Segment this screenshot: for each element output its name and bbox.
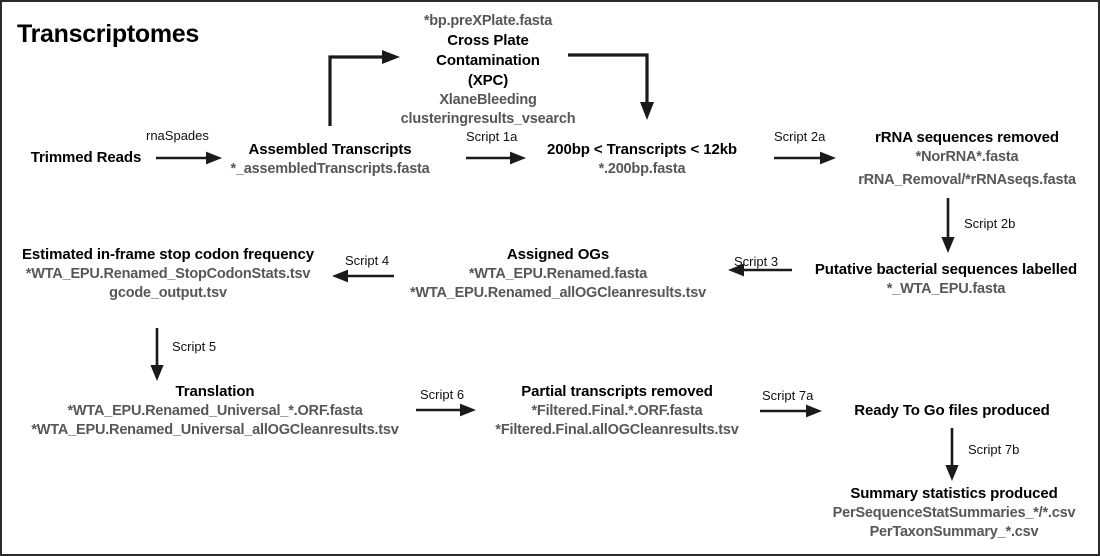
arrow-rnaspades bbox=[156, 148, 222, 168]
node-assigned-ogs: Assigned OGs *WTA_EPU.Renamed.fasta *WTA… bbox=[394, 245, 722, 303]
node-cross-plate-file-1: clusteringresults_vsearch bbox=[400, 110, 576, 127]
node-cross-plate-title-line3: (XPC) bbox=[467, 71, 509, 89]
node-partial-removed-title: Partial transcripts removed bbox=[521, 383, 713, 400]
node-summary-stats-file-0: PerSequenceStatSummaries_*/*.csv bbox=[832, 504, 1076, 521]
node-partial-removed-file-1: *Filtered.Final.allOGCleanresults.tsv bbox=[495, 421, 739, 438]
arrow-script-7a bbox=[760, 401, 822, 421]
node-rrna-removed: rRNA sequences removed *NorRNA*.fasta rR… bbox=[842, 128, 1092, 190]
node-size-filter-file-0: *.200bp.fasta bbox=[598, 160, 686, 177]
arrow-script-2b bbox=[936, 198, 960, 254]
node-bacterial-labelled-file-0: *_WTA_EPU.fasta bbox=[886, 280, 1006, 297]
edge-label-script-1a: Script 1a bbox=[466, 129, 518, 144]
arrow-xpc-in-elbow bbox=[324, 48, 404, 126]
edge-label-script-7b: Script 7b bbox=[968, 442, 1020, 457]
node-size-filter: 200bp < Transcripts < 12kb *.200bp.fasta bbox=[530, 140, 754, 179]
node-translation: Translation *WTA_EPU.Renamed_Universal_*… bbox=[4, 382, 426, 440]
node-partial-removed-file-0: *Filtered.Final.*.ORF.fasta bbox=[531, 402, 703, 419]
node-assigned-ogs-file-0: *WTA_EPU.Renamed.fasta bbox=[468, 265, 648, 282]
node-stop-codon-title: Estimated in-frame stop codon frequency bbox=[22, 246, 314, 263]
arrow-script-7b bbox=[940, 428, 964, 482]
node-stop-codon-file-0: *WTA_EPU.Renamed_StopCodonStats.tsv bbox=[25, 265, 311, 282]
node-rrna-removed-title: rRNA sequences removed bbox=[875, 129, 1059, 146]
node-bacterial-labelled: Putative bacterial sequences labelled *_… bbox=[800, 260, 1092, 299]
node-ready-to-go: Ready To Go files produced bbox=[830, 401, 1074, 421]
node-assigned-ogs-title: Assigned OGs bbox=[506, 246, 610, 263]
arrow-script-3 bbox=[728, 260, 792, 280]
node-summary-stats-title: Summary statistics produced bbox=[850, 485, 1058, 502]
edge-label-script-5: Script 5 bbox=[172, 339, 217, 354]
node-translation-file-1: *WTA_EPU.Renamed_Universal_allOGCleanres… bbox=[31, 421, 399, 438]
edge-label-rnaspades: rnaSpades bbox=[146, 128, 209, 143]
arrow-script-6 bbox=[416, 400, 476, 420]
node-cross-plate-file-top: *bp.preXPlate.fasta bbox=[423, 13, 553, 29]
edge-label-script-2a: Script 2a bbox=[774, 129, 826, 144]
page-title: Transcriptomes bbox=[17, 20, 199, 48]
node-size-filter-title: 200bp < Transcripts < 12kb bbox=[547, 141, 737, 158]
node-trimmed-reads-title: Trimmed Reads bbox=[30, 149, 142, 166]
edge-label-script-3: Script 3 bbox=[734, 254, 779, 269]
edge-label-script-6: Script 6 bbox=[420, 387, 465, 402]
arrow-xpc-out-elbow bbox=[568, 48, 658, 122]
node-translation-title: Translation bbox=[175, 383, 255, 400]
node-assembled-transcripts-file-0: *_assembledTranscripts.fasta bbox=[230, 160, 430, 177]
node-ready-to-go-title: Ready To Go files produced bbox=[854, 402, 1050, 419]
arrow-script-5 bbox=[145, 328, 169, 382]
node-cross-plate-title-line1: Cross Plate bbox=[447, 32, 529, 50]
node-cross-plate-contamination: *bp.preXPlate.fasta Cross Plate Contamin… bbox=[380, 12, 596, 129]
node-cross-plate-file-0: XlaneBleeding bbox=[439, 91, 537, 108]
node-summary-stats-file-1: PerTaxonSummary_*.csv bbox=[869, 523, 1039, 540]
arrow-script-4 bbox=[332, 266, 394, 286]
node-stop-codon: Estimated in-frame stop codon frequency … bbox=[6, 245, 330, 303]
edge-label-script-7a: Script 7a bbox=[762, 388, 814, 403]
node-cross-plate-title-line2: Contamination bbox=[436, 51, 540, 69]
node-assembled-transcripts: Assembled Transcripts *_assembledTranscr… bbox=[212, 140, 448, 179]
node-partial-removed: Partial transcripts removed *Filtered.Fi… bbox=[472, 382, 762, 440]
node-rrna-removed-file-1: rRNA_Removal/*rRNAseqs.fasta bbox=[858, 171, 1076, 188]
edge-label-script-2b: Script 2b bbox=[964, 216, 1016, 231]
arrow-script-1a bbox=[466, 148, 526, 168]
node-summary-stats: Summary statistics produced PerSequenceS… bbox=[820, 484, 1088, 542]
node-assembled-transcripts-title: Assembled Transcripts bbox=[248, 141, 412, 158]
node-rrna-removed-file-0: *NorRNA*.fasta bbox=[915, 148, 1019, 165]
arrow-script-2a bbox=[774, 148, 836, 168]
node-bacterial-labelled-title: Putative bacterial sequences labelled bbox=[814, 261, 1078, 278]
node-trimmed-reads: Trimmed Reads bbox=[8, 148, 164, 168]
node-assigned-ogs-file-1: *WTA_EPU.Renamed_allOGCleanresults.tsv bbox=[410, 284, 706, 301]
edge-label-script-4: Script 4 bbox=[345, 253, 390, 268]
node-translation-file-0: *WTA_EPU.Renamed_Universal_*.ORF.fasta bbox=[67, 402, 363, 419]
node-stop-codon-file-1: gcode_output.tsv bbox=[109, 284, 227, 301]
